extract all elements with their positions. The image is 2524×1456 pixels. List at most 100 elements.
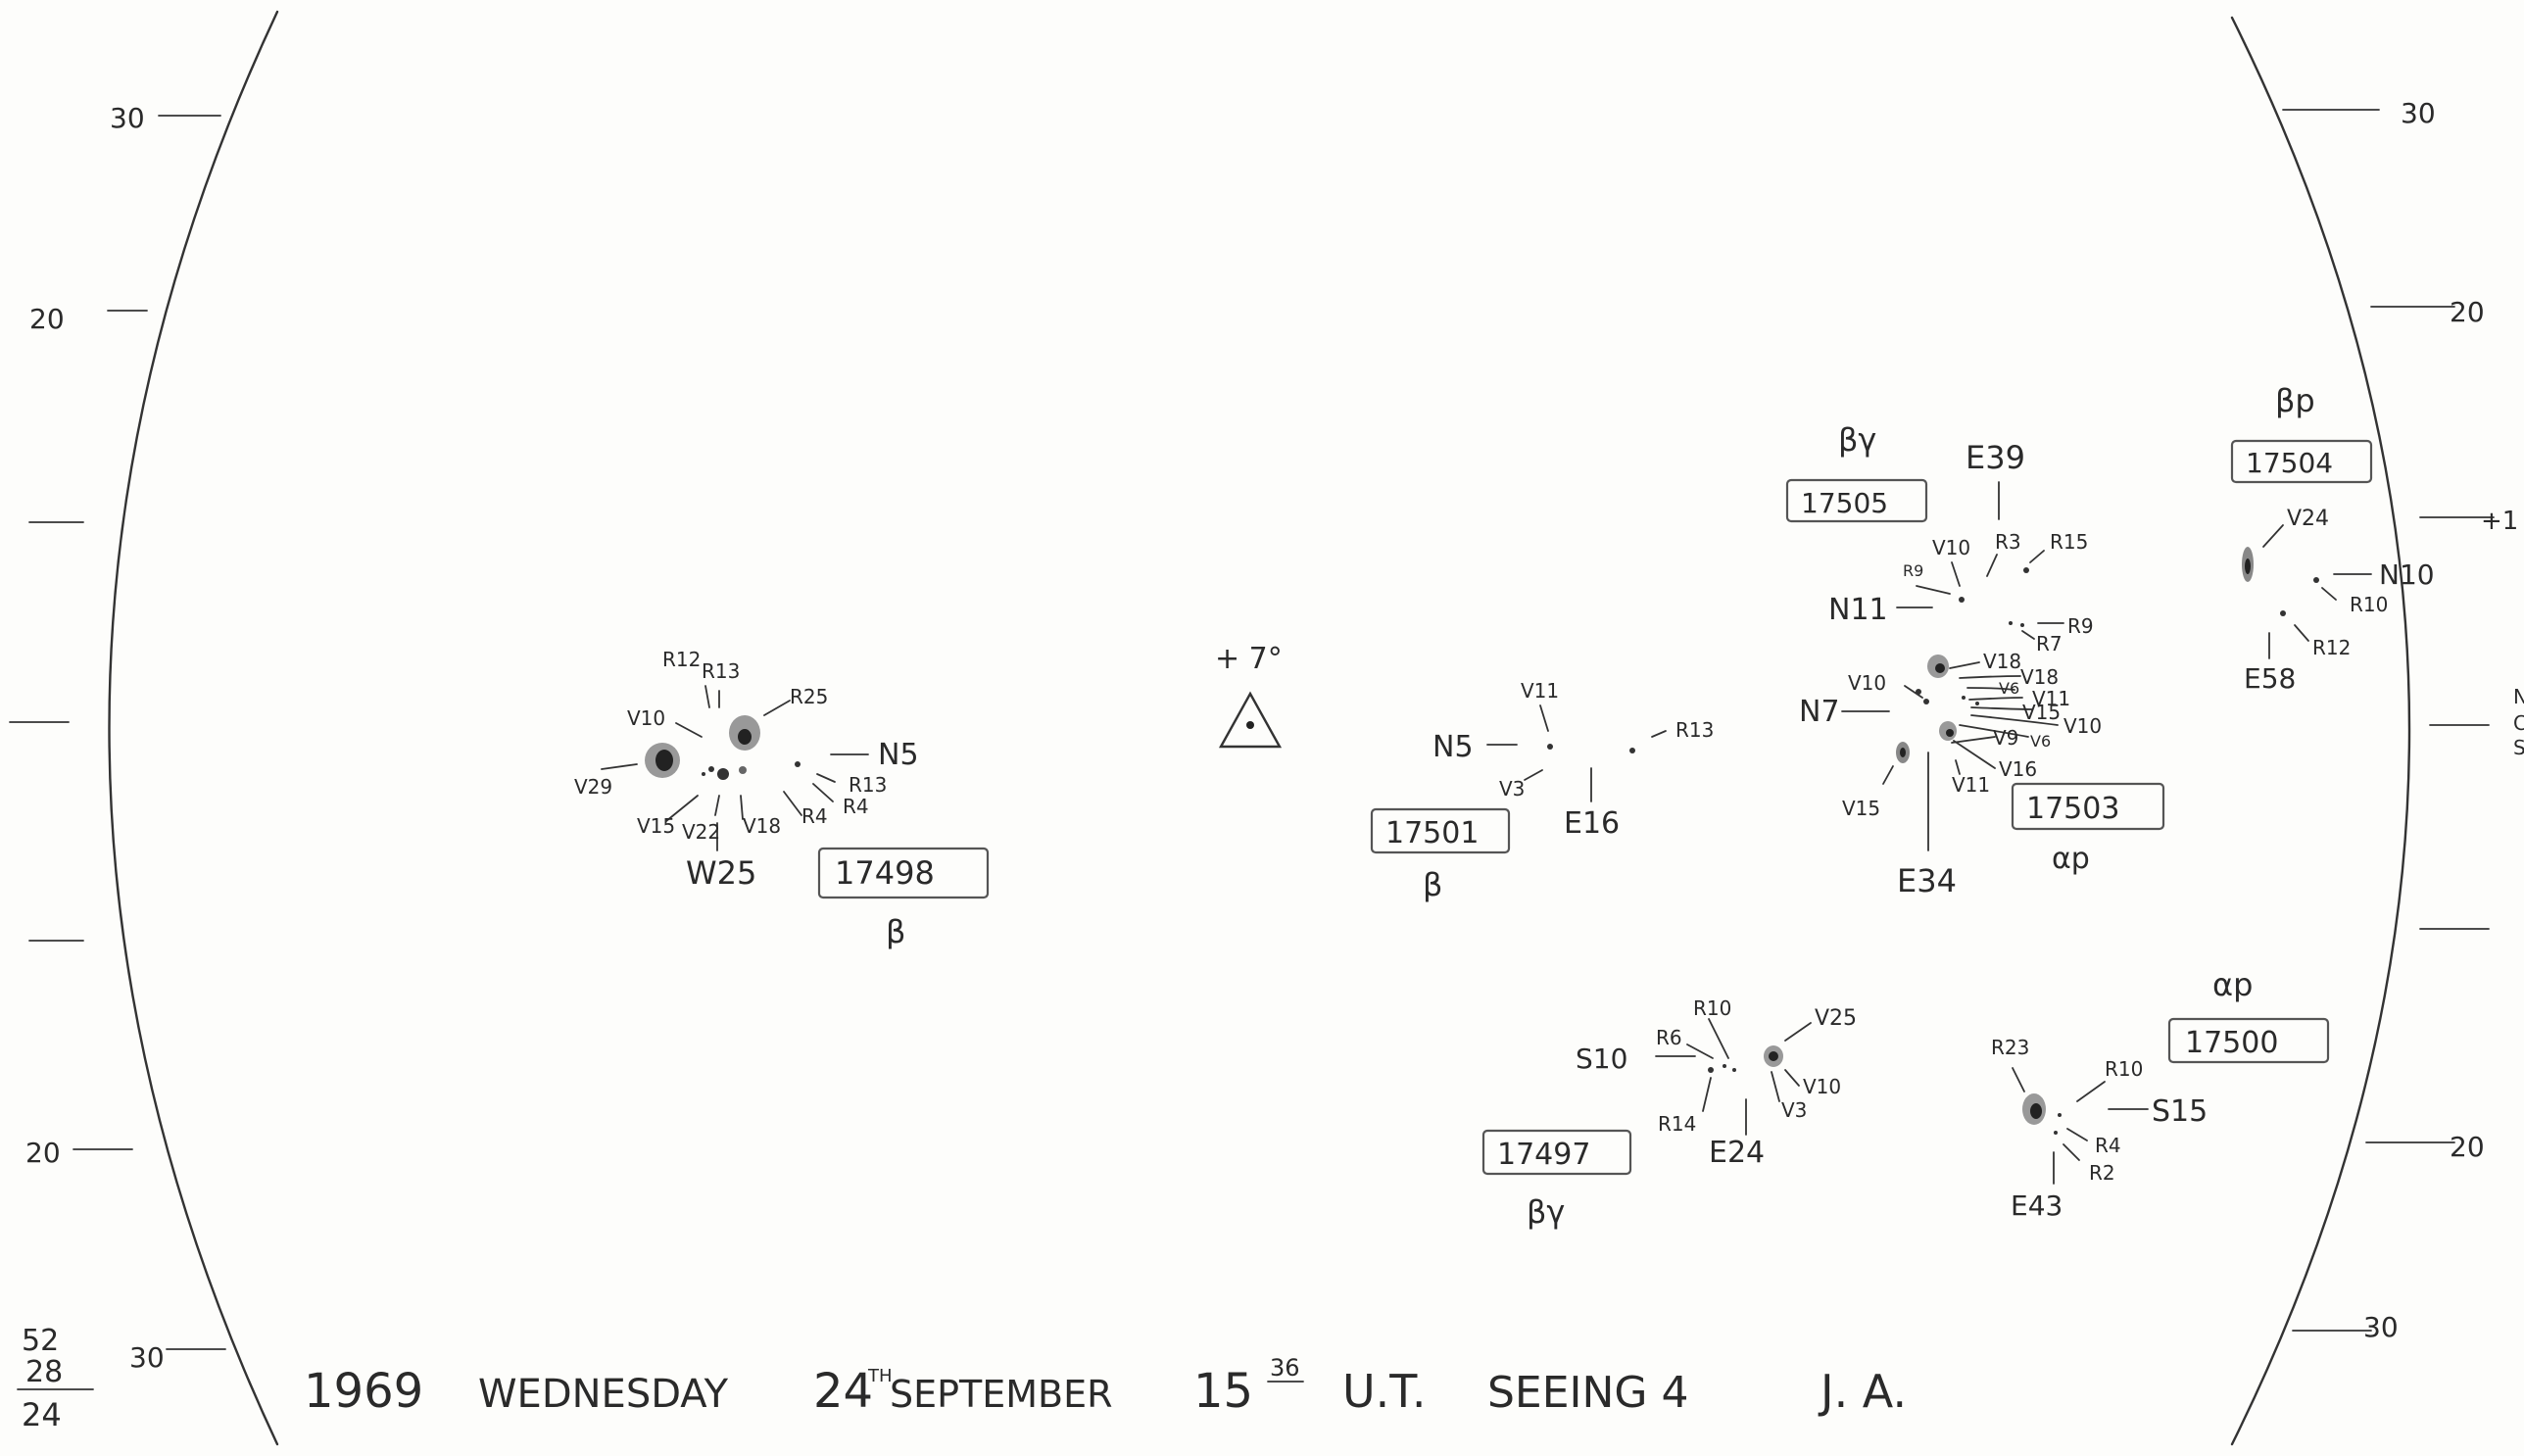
region-17503-class: αp [2052, 842, 2090, 876]
spot-label-r13-c: R13 [1675, 718, 1714, 742]
spot-label-r14: R14 [1658, 1112, 1696, 1136]
spot-label-v10-c: V10 [1848, 671, 1886, 695]
region-17497-id: 17497 [1497, 1138, 1590, 1172]
left-scale-label-20-bottom: 20 [25, 1137, 61, 1169]
right-edge-letters: N C S [2513, 685, 2524, 759]
spot-label-v16: V16 [1999, 757, 2037, 781]
spot-label-r9: R9 [1903, 561, 1923, 580]
region-17497-position: E24 [1709, 1136, 1765, 1170]
region-17500: αp 17500 R23 R10 S15 R4 R2 E43 [1991, 966, 2330, 1222]
region-17497-class: βγ [1527, 1193, 1565, 1231]
spot-label-r6: R6 [1656, 1026, 1682, 1049]
region-17503-position: E34 [1897, 862, 1957, 899]
spot-label-v24: V24 [2287, 507, 2329, 531]
spot-label-v10: V10 [627, 706, 665, 730]
spot-label-v3: V3 [1499, 777, 1525, 801]
spot-label-v6-b: V6 [2030, 732, 2051, 751]
left-scale-label-30-top: 30 [110, 102, 145, 134]
spot-label-v10-e: V10 [1803, 1075, 1841, 1098]
region-17505-class: βγ [1838, 421, 1876, 459]
footer-time-minutes: 36 [1270, 1354, 1300, 1382]
spot-label-v25: V25 [1815, 1006, 1857, 1031]
footer-seeing: SEEING 4 [1487, 1368, 1689, 1418]
region-17503-id: 17503 [2026, 792, 2119, 826]
spot-label-r13-b: R13 [849, 773, 887, 797]
spot-label-s15: S15 [2152, 1094, 2208, 1129]
spot-label-v10-b: V10 [1932, 536, 1970, 559]
region-17505: βγ 17505 E39 V10 R3 R15 R9 N11 R9 R7 [1785, 421, 2094, 655]
tally: 52 28 24 [17, 1324, 94, 1433]
region-17504: βp 17504 V24 N10 R10 R12 E58 [2230, 382, 2435, 695]
right-scale-label-20-bottom: 20 [2450, 1131, 2485, 1163]
spot-label-v3-b: V3 [1781, 1098, 1807, 1122]
region-17503: V10 V18 V18 V6 V11 V15 V10 V9 V6 V16 V11… [1799, 650, 2165, 899]
footer-year: 1969 [304, 1364, 423, 1419]
edge-letter-s: S [2513, 736, 2524, 759]
tally-middle: 28 [25, 1355, 63, 1389]
spot-label-n5-b: N5 [1432, 730, 1474, 764]
spot-label-v18: V18 [743, 814, 781, 838]
footer-date-suffix: TH [867, 1366, 893, 1386]
spot-label-v22: V22 [682, 820, 720, 844]
solar-limb-right [2230, 16, 2411, 1446]
spot-label-v9: V9 [1993, 726, 2018, 750]
region-17500-position: E43 [2011, 1189, 2063, 1222]
right-scale-label-30-top: 30 [2401, 97, 2436, 129]
spot-label-v18-b: V18 [1983, 650, 2021, 673]
spot-label-v15: V15 [637, 814, 675, 838]
region-17498-class: β [886, 913, 905, 950]
spot-label-n10: N10 [2379, 558, 2435, 591]
spot-label-r12-b: R12 [2312, 636, 2351, 659]
region-17505-position: E39 [1966, 439, 2025, 476]
footer-observer: J. A. [1818, 1365, 1907, 1418]
footer-time-unit: U.T. [1342, 1365, 1427, 1418]
region-17504-id: 17504 [2246, 447, 2333, 479]
right-scale-label-20-top: 20 [2450, 296, 2485, 328]
region-17498: R12 R13 R25 V10 V29 V15 V22 V18 R4 R13 R… [574, 648, 990, 950]
edge-letter-n: N [2513, 685, 2524, 708]
spot-label-r4-b: R4 [843, 795, 869, 818]
tally-bottom: 24 [22, 1396, 62, 1433]
spot-label-n11: N11 [1828, 593, 1888, 627]
spot-label-r4-c: R4 [2095, 1134, 2121, 1157]
spot-label-v6: V6 [1999, 679, 2019, 698]
spot-label-v11: V11 [1521, 679, 1559, 703]
center-marker-label: + 7° [1215, 642, 1283, 676]
footer-month: SEPTEMBER [890, 1373, 1113, 1416]
spot-label-v11-b: V11 [2032, 687, 2070, 710]
spot-label-r2: R2 [2089, 1161, 2115, 1185]
spot-label-v15-c: V15 [1842, 797, 1880, 820]
edge-letter-c: C [2513, 711, 2524, 735]
region-17504-position: E58 [2244, 662, 2296, 695]
spot-label-r10-c: R10 [2105, 1057, 2143, 1081]
spot-label-r12: R12 [662, 648, 701, 671]
region-17501: V11 N5 V3 R13 E16 17501 β [1370, 679, 1714, 903]
spot-label-r25: R25 [790, 685, 828, 708]
footer-time: 15 [1193, 1364, 1253, 1419]
spot-label-v11-c: V11 [1952, 773, 1990, 797]
region-17500-id: 17500 [2185, 1026, 2278, 1060]
center-triangle-icon [1218, 691, 1283, 749]
spot-label-n5: N5 [878, 738, 919, 772]
right-scale-label-30-bottom: 30 [2363, 1311, 2399, 1343]
spot-label-r10-b: R10 [1693, 996, 1731, 1020]
footer-day: WEDNESDAY [478, 1372, 729, 1417]
spot-label-r10: R10 [2350, 593, 2388, 616]
region-17501-position: E16 [1564, 806, 1620, 841]
region-17500-class: αp [2212, 966, 2253, 1003]
region-17501-class: β [1423, 866, 1442, 903]
spot-label-r15: R15 [2050, 530, 2088, 554]
spot-label-r3: R3 [1995, 530, 2021, 554]
footer-date: 24 [813, 1364, 873, 1419]
spot-label-v18-c: V18 [2020, 665, 2059, 689]
spot-label-s10: S10 [1576, 1043, 1627, 1075]
center-marker: + 7° [1215, 642, 1283, 749]
left-scale: 30 20 20 30 [9, 102, 226, 1374]
spot-label-r7: R7 [2036, 632, 2063, 655]
right-scale-label-plus1: +1 [2481, 507, 2518, 536]
spot-label-v10-d: V10 [2063, 714, 2102, 738]
region-17501-id: 17501 [1385, 816, 1479, 850]
spot-label-r23: R23 [1991, 1036, 2029, 1059]
left-scale-label-20-top: 20 [29, 303, 65, 335]
